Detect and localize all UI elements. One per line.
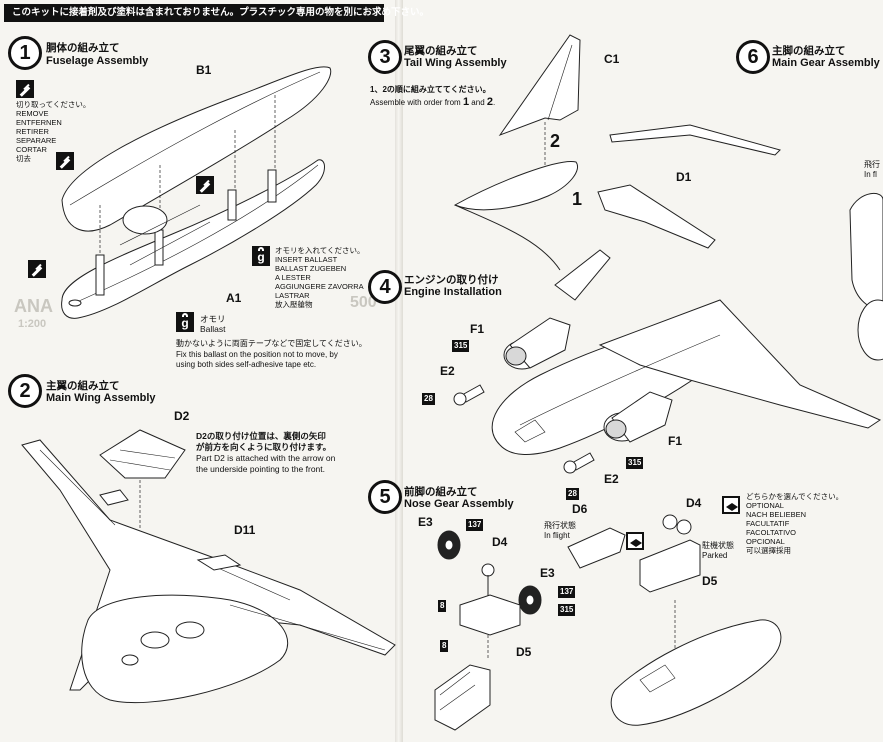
- parked-label: 駐機状態 Parked: [702, 541, 734, 560]
- bg-text-scale: 1:200: [18, 318, 47, 330]
- notice-banner: このキットに接着剤及び塗料は含まれておりません。プラスチック専用の物を別にお求め…: [4, 4, 429, 22]
- paint-code-8: 8: [438, 600, 447, 612]
- main-gear-partial: [849, 192, 883, 361]
- step-4-title-jp: エンジンの取り付け: [404, 274, 499, 286]
- cut-icon: [56, 152, 74, 170]
- nose-gear-wheels-e3: [437, 530, 542, 615]
- paint-code-137: 137: [466, 519, 484, 531]
- part-label-e2-lower: E2: [604, 472, 619, 486]
- order-number-2: 2: [550, 131, 561, 151]
- exhaust-e2: [453, 384, 595, 474]
- paint-code-137: 137: [558, 586, 576, 598]
- engine-f1-upper: [503, 317, 571, 370]
- paint-code-315: 315: [558, 604, 576, 616]
- bg-text-ana: ANA: [14, 296, 53, 316]
- in-flight-label: 飛行状態 In flight: [544, 521, 576, 540]
- tail-fin-c1: [498, 34, 581, 165]
- step-3-title-en: Tail Wing Assembly: [404, 57, 507, 69]
- paint-code-315: 315: [452, 340, 470, 352]
- part-label-e2-upper: E2: [440, 364, 455, 378]
- main-wing-d11: [21, 439, 396, 704]
- cut-icon: [16, 80, 34, 98]
- main-gear-inflight-label: 飛行 In fl: [864, 160, 880, 179]
- part-d2-drawing: [99, 429, 186, 530]
- nose-gear-strut-d4: [459, 563, 521, 660]
- part-label-d2: D2: [174, 409, 190, 423]
- tail-fuselage-rear: [453, 161, 578, 271]
- step-6-title-en: Main Gear Assembly: [772, 57, 880, 69]
- part-label-f1-upper: F1: [470, 322, 485, 336]
- d2-note: D2の取り付け位置は、裏側の矢印 が前方を向くように取り付けます。 Part D…: [196, 431, 336, 474]
- part-label-f1-lower: F1: [668, 434, 683, 448]
- aircraft-body: [491, 249, 882, 455]
- optional-icon: [722, 496, 740, 514]
- stabilizer-d1: [597, 124, 781, 249]
- ballast-note: オモリを入れてください。 INSERT BALLAST BALLAST ZUGE…: [275, 246, 365, 309]
- page-fold: [395, 0, 403, 742]
- step-3-title-jp: 尾翼の組み立て: [404, 45, 478, 57]
- part-label-d6: D6: [572, 502, 588, 516]
- step-1-title-jp: 胴体の組み立て: [46, 42, 120, 54]
- order-number-1: 1: [572, 189, 583, 209]
- engine-f1-lower: [603, 391, 673, 443]
- part-label-c1: C1: [604, 52, 620, 66]
- step-5-title-jp: 前脚の組み立て: [404, 486, 478, 498]
- step-4-number: 4: [368, 270, 402, 304]
- remove-note: 切り取ってください。 REMOVE ENTFERNEN RETIRER SEPA…: [16, 100, 91, 163]
- step-5-title-en: Nose Gear Assembly: [404, 498, 514, 510]
- step-1-title-en: Fuselage Assembly: [46, 55, 149, 67]
- optional-icon: [626, 532, 644, 550]
- step-2-title-en: Main Wing Assembly: [46, 392, 156, 404]
- cut-icon: [196, 176, 214, 194]
- paint-code-8: 8: [440, 640, 449, 652]
- part-label-e3-right: E3: [540, 566, 555, 580]
- part-label-d5-parked: D5: [702, 574, 718, 588]
- step-4-title-en: Engine Installation: [404, 286, 502, 298]
- step-6-number: 6: [736, 40, 770, 74]
- ballast-icon: g: [252, 246, 270, 266]
- part-label-e3-left: E3: [418, 515, 433, 529]
- step-2-number: 2: [8, 374, 42, 408]
- part-label-a1: A1: [226, 291, 242, 305]
- gear-door-d5-left: [434, 664, 491, 731]
- ballast-icon: g: [176, 312, 194, 332]
- step-2-title-jp: 主翼の組み立て: [46, 380, 120, 392]
- paint-code-28: 28: [422, 393, 435, 405]
- part-label-d4-parked: D4: [686, 496, 702, 510]
- cut-icon: [28, 260, 46, 278]
- gear-inflight-d6: [567, 527, 626, 569]
- paint-code-28: 28: [566, 488, 579, 500]
- step-3-number: 3: [368, 40, 402, 74]
- step-5-number: 5: [368, 480, 402, 514]
- tail-order-note: 1、2の順に組み立ててください。 Assemble with order fro…: [370, 85, 496, 108]
- bg-text-500: 500: [350, 294, 377, 311]
- part-label-d1: D1: [676, 170, 692, 184]
- part-label-d4-nose: D4: [492, 535, 508, 549]
- part-label-d11: D11: [234, 523, 256, 537]
- paint-code-315: 315: [626, 457, 644, 469]
- nose-section: [610, 600, 782, 726]
- step-6-title-jp: 主脚の組み立て: [772, 45, 846, 57]
- fuselage-upper-half-b1: [61, 66, 332, 300]
- step-1-number: 1: [8, 36, 42, 70]
- part-label-d5-left: D5: [516, 645, 532, 659]
- gear-parked-d5: [639, 514, 701, 593]
- ballast-label: オモリ Ballast: [200, 314, 226, 334]
- ballast-fix-note: 動かないように両面テープなどで固定してください。 Fix this ballas…: [176, 339, 367, 369]
- fuselage-lower-half-a1: [61, 159, 325, 319]
- optional-note: どちらかを選んでください。 OPTIONAL NACH BELIEBEN FAC…: [746, 492, 844, 555]
- part-label-b1: B1: [196, 63, 212, 77]
